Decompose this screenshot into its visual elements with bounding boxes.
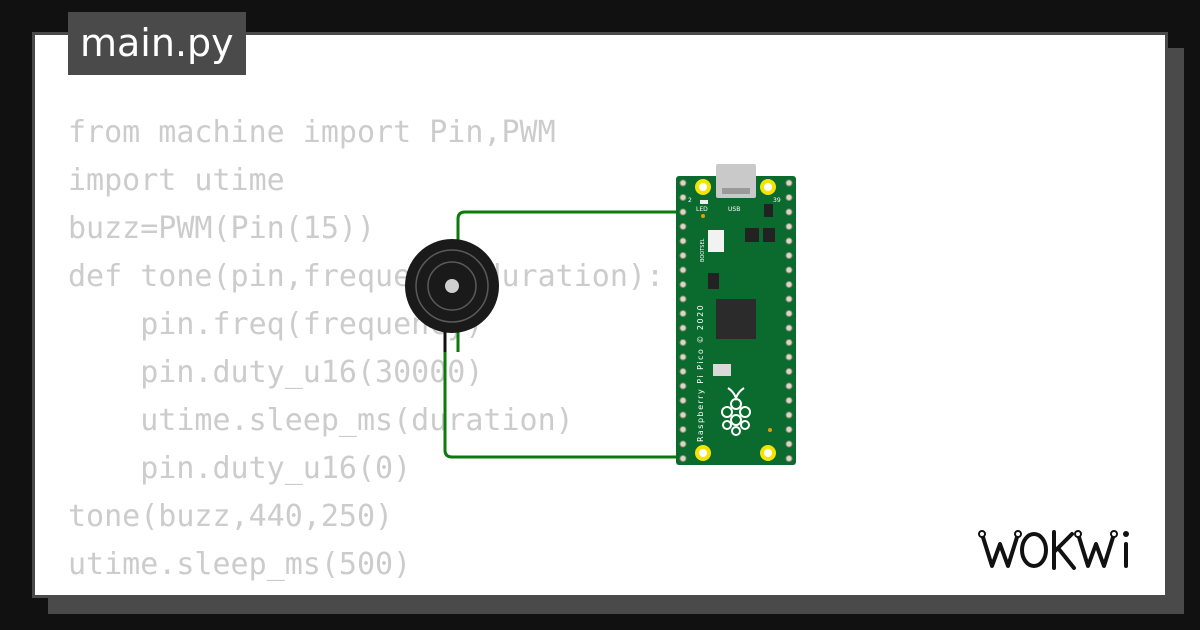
pin-hole	[785, 223, 793, 230]
wokwi-logo	[978, 530, 1129, 570]
pin-hole	[785, 237, 793, 245]
pin-hole	[679, 455, 687, 462]
pin-hole	[785, 194, 793, 201]
pin-hole	[679, 339, 687, 346]
code-line: import utime	[68, 163, 285, 198]
bootsel-label: BOOTSEL	[700, 238, 706, 262]
pin-hole	[785, 411, 793, 419]
pin-hole	[679, 266, 687, 274]
pin-hole	[785, 455, 793, 462]
code-listing: from machine import Pin,PWM import utime b…	[68, 109, 665, 595]
code-line: buzz=PWM(Pin(15))	[68, 211, 376, 246]
code-line: from machine import Pin,PWM	[68, 115, 556, 150]
code-line: pin.duty_u16(0)	[68, 451, 412, 486]
gpio-pins	[679, 179, 793, 462]
led-label: LED	[696, 206, 708, 213]
pin-hole	[785, 310, 793, 317]
pin-hole	[785, 382, 793, 390]
pin-hole	[785, 440, 793, 448]
rp2040-chip	[716, 299, 756, 339]
pin-hole	[679, 440, 687, 448]
pico-board: LED USB 2 39 BOOTSEL Raspberry Pi Pico ©…	[676, 164, 796, 465]
bootsel-button	[708, 230, 724, 252]
pin-hole	[679, 194, 687, 201]
board-silkscreen: Raspberry Pi Pico © 2020	[696, 304, 705, 442]
pin-hole	[785, 397, 793, 404]
wire-bottom	[443, 333, 688, 459]
pin-label-left: 2	[688, 197, 692, 204]
pin-hole	[785, 252, 793, 259]
pin-hole	[679, 382, 687, 390]
pin-hole	[785, 324, 793, 332]
pin-hole	[679, 252, 687, 259]
pin-hole	[785, 179, 793, 187]
pin-hole	[785, 266, 793, 274]
pin-hole	[785, 368, 793, 375]
filename-tab: main.py	[68, 12, 246, 75]
pin-hole	[679, 368, 687, 375]
pin-hole	[785, 353, 793, 361]
pin-hole	[785, 426, 793, 433]
usb-label: USB	[728, 206, 740, 213]
pin-hole	[785, 208, 793, 216]
pin-hole	[679, 223, 687, 230]
code-line: def tone(pin,frequency,duration):	[68, 259, 665, 294]
code-line: tone(buzz,440,250)	[68, 499, 394, 534]
pin-hole	[785, 295, 793, 303]
pin-hole	[679, 324, 687, 332]
buzzer	[405, 239, 499, 333]
pin-hole	[679, 411, 687, 419]
pin-label-right: 39	[773, 197, 781, 204]
pin-hole	[679, 295, 687, 303]
pin-hole	[679, 353, 687, 361]
pin-hole	[679, 397, 687, 404]
raspberry-icon	[721, 387, 751, 436]
pin-hole	[679, 310, 687, 317]
pin-hole	[679, 208, 687, 216]
pin-hole	[679, 281, 687, 288]
pin-hole	[679, 426, 687, 433]
code-line: utime.sleep_ms(500)	[68, 547, 412, 582]
pin-hole	[679, 237, 687, 245]
wire-top	[456, 210, 688, 352]
preview-card: from machine import Pin,PWM import utime b…	[32, 32, 1168, 598]
pin-hole	[785, 281, 793, 288]
code-line: pin.duty_u16(30000)	[68, 355, 484, 390]
code-line: utime.sleep_ms(duration)	[68, 403, 574, 438]
pin-hole	[785, 339, 793, 346]
pin-hole	[679, 179, 687, 187]
